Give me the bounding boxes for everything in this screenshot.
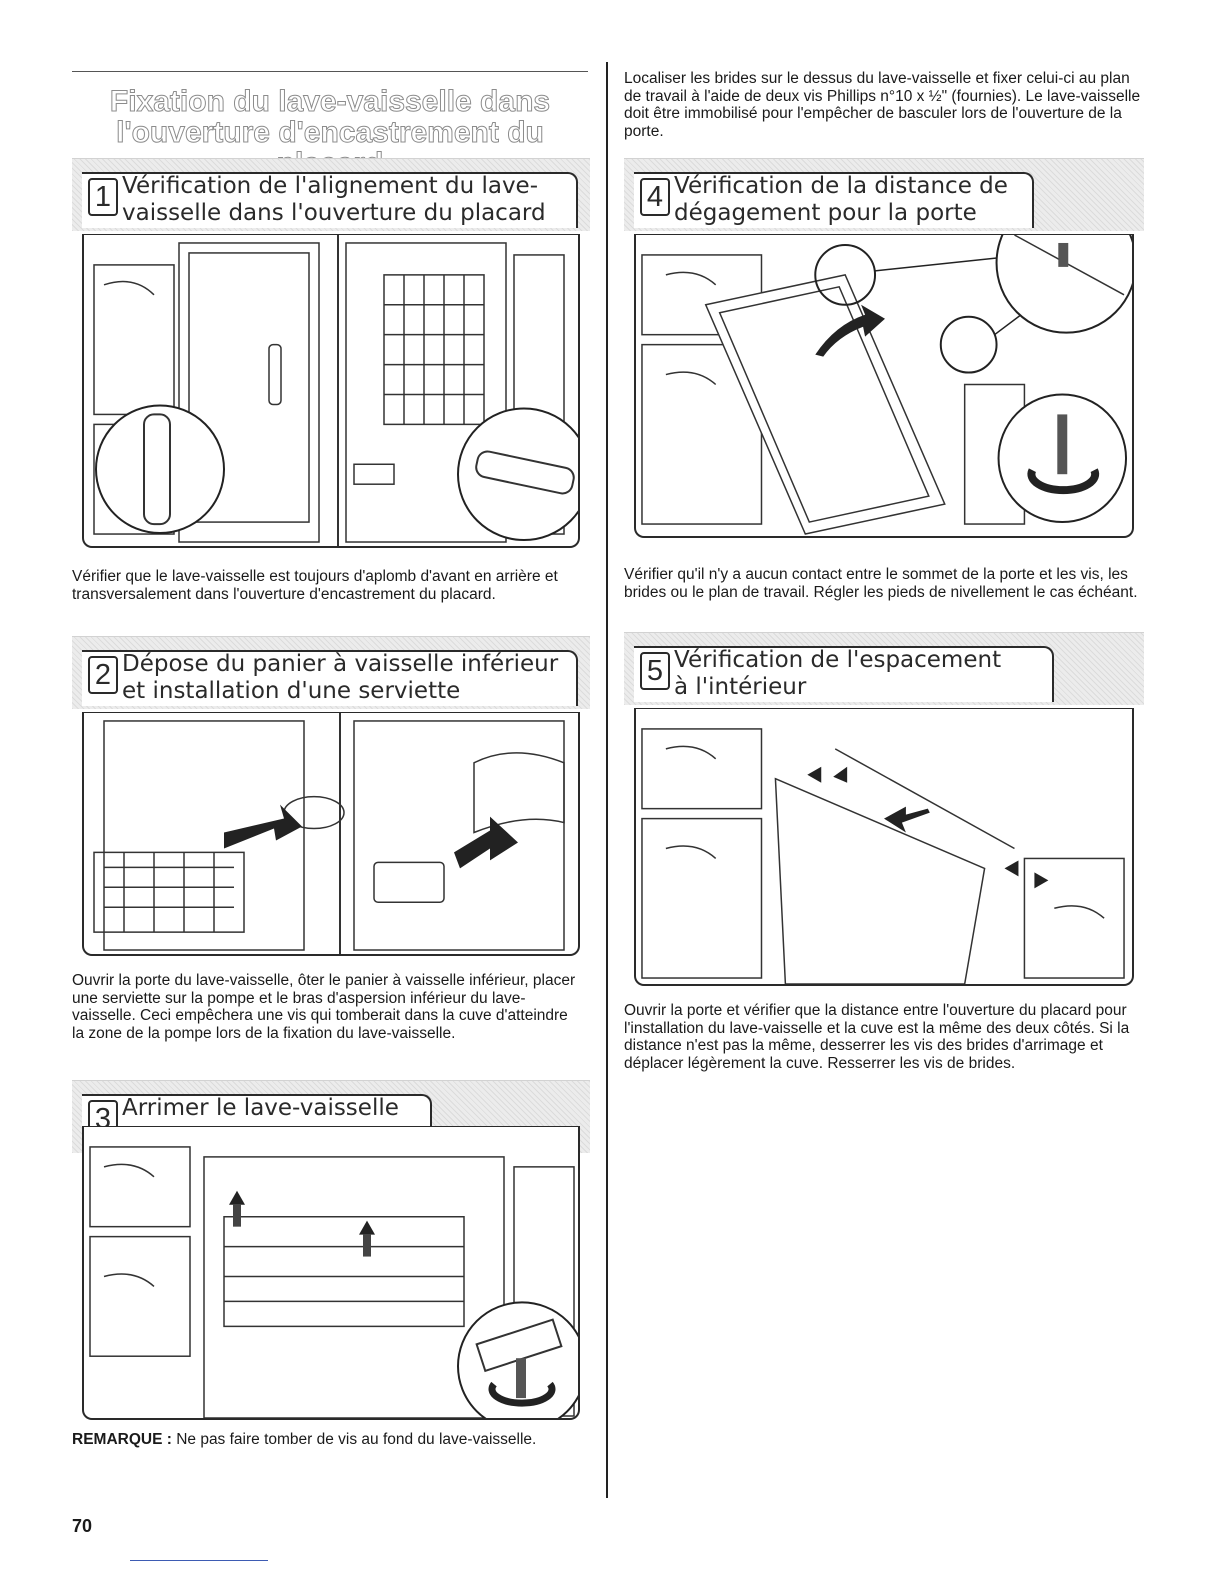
step-3-illustration [82,1126,580,1420]
step-1-number: 1 [88,178,118,216]
intro-right-paragraph: Localiser les brides sur le dessus du la… [624,70,1141,140]
step-3: 3 Arrimer le lave-vaisselle [72,1080,590,1420]
step-5-title: Vérification de l'espacement à l'intérie… [674,647,1002,700]
step-5-illustration [634,708,1134,986]
step-2-paragraph: Ouvrir la porte du lave-vaisselle, ôter … [72,972,576,1042]
step-4-illustration [634,234,1134,538]
page-title: Fixation du lave-vaisselle dans l'ouvert… [72,85,588,180]
step-2-illustration [82,712,580,956]
top-rule [72,71,588,72]
remark-label: REMARQUE : [72,1431,172,1448]
interior-spacing-illustration [641,728,1125,984]
step-4-number: 4 [640,178,670,216]
step-5: 5 Vérification de l'espacement à l'intér… [624,632,1144,986]
step-2-number: 2 [88,656,118,694]
footer-rule [130,1560,268,1561]
step-4-paragraph: Vérifier qu'il n'y a aucun contact entre… [624,566,1138,601]
step-1-title: Vérification de l'alignement du lave- va… [122,173,546,226]
step-5-paragraph: Ouvrir la porte et vérifier que la dista… [624,1002,1130,1072]
column-divider [606,62,608,1498]
step-5-number: 5 [640,652,670,690]
step-4: 4 Vérification de la distance de dégagem… [624,158,1144,538]
remove-rack-illustration [93,713,565,954]
page-number: 70 [72,1516,93,1536]
step-1-illustration [82,234,580,548]
door-clearance-illustration [641,235,1132,535]
page-title-line1: Fixation du lave-vaisselle dans [109,85,551,118]
remark-paragraph: REMARQUE : Ne pas faire tomber de vis au… [72,1431,577,1449]
step-4-title: Vérification de la distance de dégagemen… [674,173,1008,226]
step-2: 2 Dépose du panier à vaisselle inférieur… [72,636,590,956]
secure-dishwasher-illustration [89,1146,578,1418]
dishwasher-alignment-illustration [93,235,578,546]
step-3-title: Arrimer le lave-vaisselle [122,1095,399,1121]
step-2-title: Dépose du panier à vaisselle inférieur e… [122,651,559,704]
step-1: 1 Vérification de l'alignement du lave- … [72,158,590,548]
step-1-paragraph: Vérifier que le lave-vaisselle est toujo… [72,568,558,603]
remark-text: Ne pas faire tomber de vis au fond du la… [171,1431,537,1448]
